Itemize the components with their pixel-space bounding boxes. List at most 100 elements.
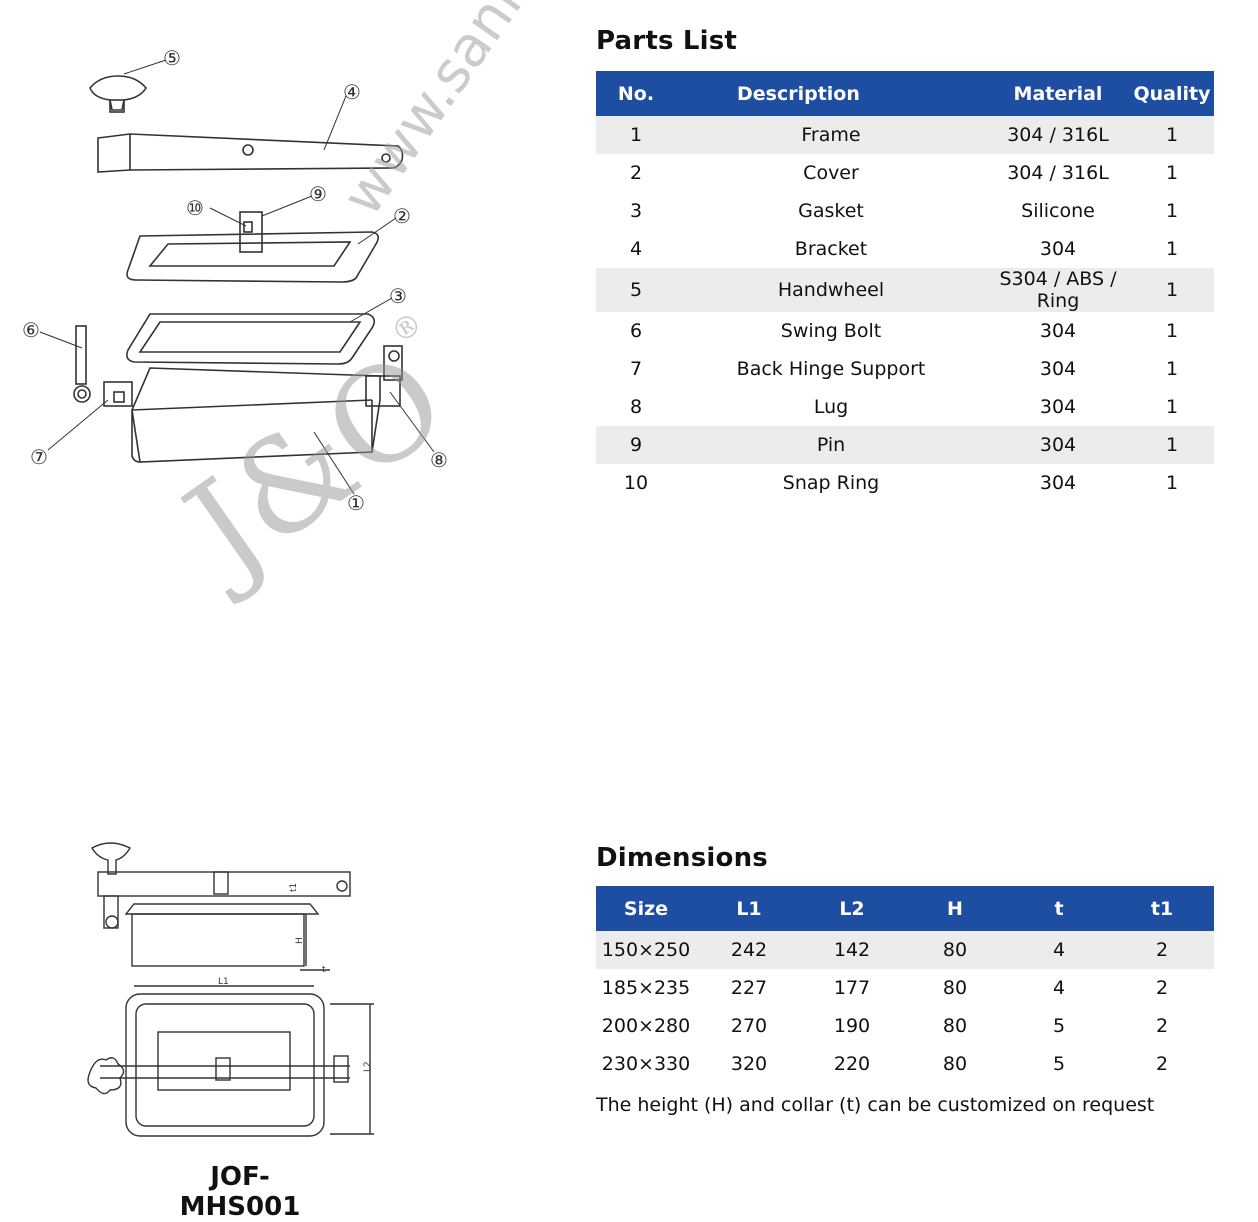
cell-l1: 242	[696, 931, 802, 969]
cell-no: 2	[629, 162, 643, 184]
cell-description: Bracket	[794, 238, 868, 260]
cell-no: 1	[596, 116, 676, 154]
cell-no: 7	[629, 358, 643, 380]
cell-quality: 1	[1165, 238, 1179, 260]
cell-material: 304	[1039, 396, 1077, 418]
cell-l2: 177	[833, 977, 871, 999]
exploded-view-drawing: ⑤ ④ ⑩ ⑨ ② ③ ⑥ ⑦ ⑧ ①	[22, 46, 448, 515]
cell-quality: 1	[1130, 426, 1214, 464]
cell-size: 230×330	[601, 1053, 691, 1075]
col-l2: L2	[802, 886, 902, 931]
cell-quality: 1	[1130, 116, 1214, 154]
cell-h: 80	[902, 931, 1008, 969]
cell-l1: 270	[730, 1015, 768, 1037]
cell-no: 4	[629, 238, 643, 260]
dim-label-t1: t1	[289, 883, 299, 892]
cell-description: Swing Bolt	[780, 320, 882, 342]
cell-no: 3	[629, 200, 643, 222]
cell-no: 5	[596, 268, 676, 312]
cell-t: 5	[1052, 1053, 1066, 1075]
parts-list-heading: Parts List	[596, 26, 738, 56]
callout-4: ④	[343, 80, 361, 104]
dimensions-heading: Dimensions	[596, 843, 768, 873]
cell-description: Snap Ring	[782, 472, 880, 494]
model-number: JOF-MHS001	[179, 1162, 301, 1222]
dimension-drawing: t1 H t L1 L2	[87, 842, 374, 1137]
cell-t1: 2	[1155, 977, 1169, 999]
cell-t1: 2	[1110, 931, 1214, 969]
cell-description: Frame	[676, 116, 986, 154]
dim-label-l1: L1	[218, 977, 229, 987]
cell-quality: 1	[1165, 200, 1179, 222]
cell-material: 304	[1039, 472, 1077, 494]
cell-description: Lug	[813, 396, 849, 418]
cell-material: 304 / 316L	[1007, 162, 1109, 184]
callout-5: ⑤	[163, 46, 181, 70]
dimensions-table-header: Size L1 L2 H t t1	[596, 886, 1214, 931]
col-l1: L1	[696, 886, 802, 931]
col-no: No.	[596, 71, 676, 116]
cell-description: Pin	[676, 426, 986, 464]
cell-description: Gasket	[798, 200, 864, 222]
bracket-part	[97, 133, 404, 173]
callout-2: ②	[393, 204, 411, 228]
callout-10: ⑩	[186, 196, 204, 220]
cell-l2: 142	[802, 931, 902, 969]
col-material: Material	[986, 71, 1130, 116]
cell-material: Silicone	[1021, 200, 1095, 222]
cell-description: Handwheel	[676, 268, 986, 312]
cell-quality: 1	[1165, 358, 1179, 380]
cell-quality: 1	[1130, 268, 1214, 312]
col-t1: t1	[1110, 886, 1214, 931]
cell-no: 6	[629, 320, 643, 342]
callout-9: ⑨	[309, 182, 327, 206]
callout-8: ⑧	[430, 448, 448, 472]
table-row: 8 Lug 304 1	[596, 388, 1214, 426]
cell-no: 8	[629, 396, 643, 418]
cell-t: 4	[1008, 931, 1110, 969]
col-h: H	[902, 886, 1008, 931]
swing-bolt-part	[73, 325, 91, 403]
cell-size: 150×250	[596, 931, 696, 969]
cell-quality: 1	[1165, 320, 1179, 342]
cell-description: Cover	[803, 162, 859, 184]
cell-material: 304	[1039, 238, 1077, 260]
callout-6: ⑥	[22, 318, 40, 342]
handwheel-part	[89, 75, 147, 113]
customization-note: The height (H) and collar (t) can be cus…	[596, 1094, 1155, 1116]
cell-description: Back Hinge Support	[736, 358, 926, 380]
col-t: t	[1008, 886, 1110, 931]
dim-label-t: t	[322, 965, 326, 975]
cell-t: 4	[1052, 977, 1066, 999]
lug-part	[365, 345, 403, 407]
cell-t1: 2	[1155, 1015, 1169, 1037]
callout-7: ⑦	[30, 445, 48, 469]
cell-size: 200×280	[601, 1015, 691, 1037]
table-row: 4 Bracket 304 1	[596, 230, 1214, 268]
cell-size: 185×235	[601, 977, 691, 999]
col-size: Size	[596, 886, 696, 931]
table-row: 3 Gasket Silicone 1	[596, 192, 1214, 230]
cell-h: 80	[942, 1015, 968, 1037]
callout-3: ③	[389, 284, 407, 308]
cell-h: 80	[942, 1053, 968, 1075]
col-quality: Quality	[1130, 71, 1214, 116]
cell-material: 304 / 316L	[986, 116, 1130, 154]
cell-no: 10	[623, 472, 649, 494]
cell-material: 304	[986, 426, 1130, 464]
cell-quality: 1	[1165, 162, 1179, 184]
cell-quality: 1	[1165, 396, 1179, 418]
cell-l1: 227	[730, 977, 768, 999]
table-row: 2 Cover 304 / 316L 1	[596, 154, 1214, 192]
